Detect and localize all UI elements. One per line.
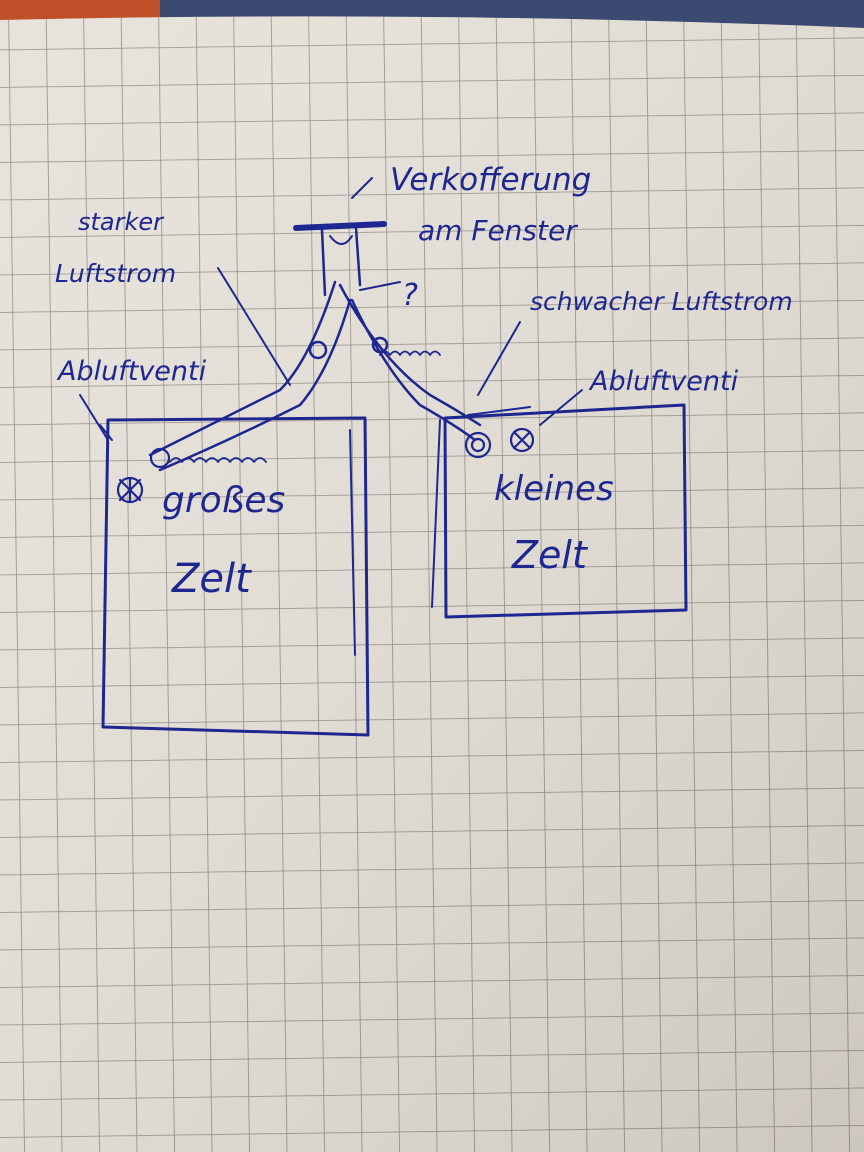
label-small-tent-2: Zelt	[511, 533, 589, 577]
label-exhaust-fan-right: Abluftventi	[588, 366, 739, 397]
label-window-box: Verkofferung	[390, 162, 591, 198]
label-question: ?	[402, 278, 418, 313]
small-tent	[431, 403, 688, 619]
exhaust-fan-left-icon	[116, 447, 171, 504]
label-big-tent: großes	[162, 480, 285, 521]
label-big-tent-2: Zelt	[171, 556, 252, 602]
label-strong-airflow-2: Luftstrom	[55, 259, 176, 288]
label-weak-airflow: schwacher Luftstrom	[530, 287, 793, 316]
label-strong-airflow: starker	[78, 208, 165, 236]
exhaust-fan-right-icon	[464, 427, 535, 459]
label-window-box-2: am Fenster	[418, 214, 578, 247]
label-exhaust-fan-left: Abluftventi	[56, 356, 207, 387]
duct-hose-left	[148, 280, 352, 472]
label-small-tent: kleines	[494, 469, 614, 509]
window-box	[293, 177, 401, 297]
leader-lines	[79, 267, 583, 441]
duct-hose-right	[338, 283, 531, 442]
big-tent	[99, 416, 370, 737]
